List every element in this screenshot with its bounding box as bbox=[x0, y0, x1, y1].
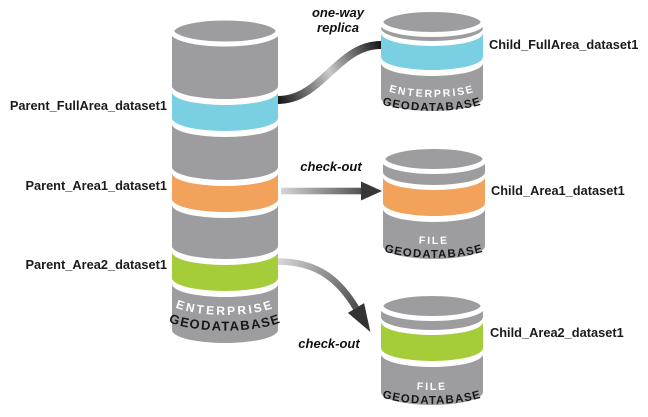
child-area2-top-cap bbox=[378, 291, 486, 321]
child-dataset-band-area2 bbox=[381, 322, 483, 361]
child-area1-db-type: FILE bbox=[419, 235, 450, 248]
check-out-arrow-area1-shaft bbox=[281, 187, 362, 195]
parent-cylinder-top-cap bbox=[169, 15, 281, 47]
child-area1-segment-gray-2 bbox=[383, 209, 485, 259]
child-area1-cylinder: FILE GEODATABASE bbox=[380, 144, 488, 261]
parent-fullarea-dataset-label: Parent_FullArea_dataset1 bbox=[10, 98, 167, 113]
parent-segment-gray-3 bbox=[172, 205, 278, 259]
child-area2-segment-gray-1 bbox=[381, 306, 483, 330]
child-fullarea-top-cap bbox=[378, 7, 486, 37]
child-fullarea-dataset-label: Child_FullArea_dataset1 bbox=[489, 37, 638, 52]
parent-dataset-band-area2 bbox=[172, 252, 278, 291]
parent-dataset-band-fullarea bbox=[172, 92, 278, 131]
one-way-replica-label-line2: replica bbox=[317, 20, 359, 35]
child-dataset-band-area1 bbox=[383, 177, 485, 216]
parent-geodatabase-cylinder: ENTERPRISE GEODATABASE bbox=[167, 15, 281, 343]
child-area1-dataset-label: Child_Area1_dataset1 bbox=[491, 183, 625, 198]
child-area2-dataset-label: Child_Area2_dataset1 bbox=[490, 325, 624, 340]
check-out-arrow-area2-shaft bbox=[277, 258, 359, 310]
check-out-label-area2: check-out bbox=[298, 336, 360, 351]
child-area2-db-type: FILE bbox=[417, 381, 448, 394]
one-way-replica-arrow bbox=[277, 41, 382, 104]
child-area1-top-cap bbox=[380, 144, 488, 174]
parent-segment-gray-2 bbox=[172, 124, 278, 180]
check-out-arrow-area2-head bbox=[347, 303, 371, 332]
parent-dataset-band-area1 bbox=[172, 173, 278, 212]
child-fullarea-segment-gray-1 bbox=[381, 22, 483, 41]
parent-segment-gray-1 bbox=[172, 31, 278, 99]
child-area1-db-type-line1: FILE bbox=[419, 235, 448, 248]
child-fullarea-db-type: ENTERPRISE bbox=[388, 83, 476, 100]
child-dataset-band-fullarea bbox=[381, 33, 483, 70]
child-fullarea-db-type-line1: ENTERPRISE bbox=[388, 83, 474, 100]
parent-area2-dataset-label: Parent_Area2_dataset1 bbox=[25, 257, 167, 272]
check-out-arrow-area2 bbox=[277, 258, 371, 332]
child-area2-cylinder: FILE GEODATABASE bbox=[378, 291, 486, 407]
parent-area1-dataset-label: Parent_Area1_dataset1 bbox=[25, 178, 167, 193]
child-fullarea-segment-gray-2 bbox=[381, 63, 483, 111]
child-fullarea-cylinder: ENTERPRISE GEODATABASE bbox=[378, 7, 486, 114]
check-out-arrow-area1-head bbox=[361, 181, 382, 201]
child-area2-segment-gray-2 bbox=[381, 354, 483, 405]
check-out-label-area1: check-out bbox=[300, 159, 362, 174]
one-way-replica-label-line1: one-way bbox=[312, 5, 365, 20]
parent-segment-gray-4 bbox=[172, 284, 278, 343]
check-out-arrow-area1 bbox=[281, 181, 382, 201]
one-way-replica-curve bbox=[277, 41, 382, 104]
child-area2-db-type-line1: FILE bbox=[417, 381, 446, 394]
